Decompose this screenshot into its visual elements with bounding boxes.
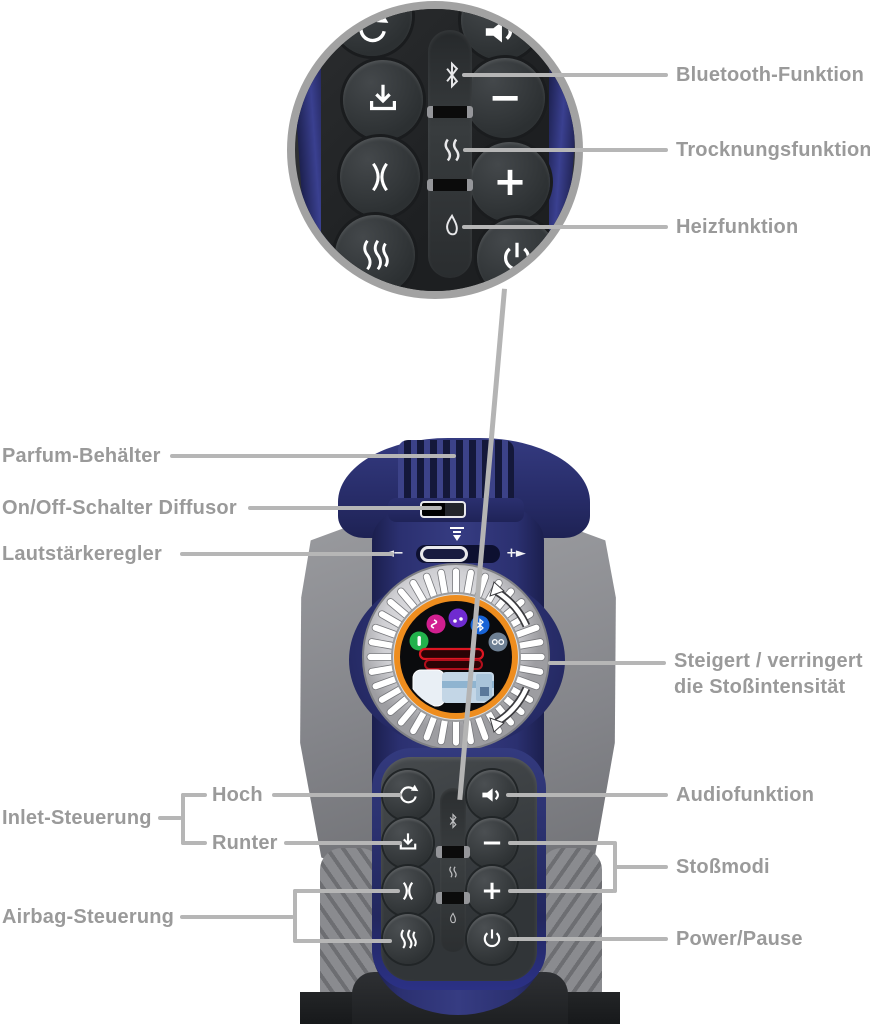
- callout-line-power: [508, 937, 668, 941]
- inlet-bracket-arm-top: [181, 793, 207, 797]
- strip-clip: [436, 892, 470, 904]
- intensity-bars: [418, 647, 485, 670]
- callout-line-up: [272, 793, 402, 797]
- callout-line-diffuser: [248, 506, 442, 510]
- pulse-icon: [363, 239, 389, 271]
- label-shockmodes: Stoßmodi: [676, 856, 770, 878]
- dry-icon: [449, 866, 457, 878]
- plus-icon: +: [493, 159, 527, 205]
- heat-icon: [450, 912, 456, 924]
- download-icon: [369, 84, 397, 111]
- airbag-bracket-arm-bottom: [293, 939, 392, 943]
- display-music-icon: [448, 608, 468, 628]
- callout-line-bluetooth: [462, 73, 668, 77]
- label-inlet: Inlet-Steuerung: [2, 807, 152, 829]
- dry-icon: [444, 138, 460, 162]
- bluetooth-icon: [446, 61, 459, 89]
- intensity-dial: [362, 563, 550, 751]
- label-drying: Trocknungsfunktion: [676, 139, 870, 161]
- shock-mode-plus-button-zoom: +: [470, 142, 550, 222]
- callout-line-down: [284, 841, 402, 845]
- device-graphic: [412, 669, 494, 707]
- label-down: Runter: [212, 832, 278, 854]
- audio-icon: [485, 21, 513, 43]
- airbag-pulse-button-zoom: [335, 215, 415, 291]
- label-perfume: Parfum-Behälter: [2, 445, 161, 467]
- audio-icon: [482, 788, 499, 802]
- squeeze-icon: [372, 162, 388, 192]
- airbag-squeeze-button-zoom: [340, 137, 420, 217]
- inlet-bracket-arm-bottom: [181, 841, 207, 845]
- shock-mode-minus-button-zoom: −: [465, 58, 545, 138]
- label-up: Hoch: [212, 784, 263, 806]
- display-massage-icon: [426, 614, 446, 634]
- label-intensity: Steigert / verringert die Stoßintensität: [674, 648, 863, 700]
- dial-display: [402, 603, 510, 711]
- perfume-diffuser-vent: [398, 440, 514, 502]
- airbag-bracket-stem: [180, 915, 294, 919]
- power-icon: [483, 929, 501, 948]
- callout-line-drying: [463, 148, 668, 152]
- funnel-icon: [450, 527, 464, 541]
- minus-icon: −: [481, 828, 503, 858]
- inlet-down-button-zoom: [343, 60, 423, 140]
- volume-slider-knob: [420, 546, 468, 562]
- label-diffuser-switch: On/Off-Schalter Diffusor: [2, 497, 237, 519]
- airbag-bracket: [293, 889, 297, 943]
- download-icon: [399, 833, 417, 850]
- display-glasses-icon: [488, 632, 508, 652]
- label-volume: Lautstärkeregler: [2, 543, 162, 565]
- label-intensity-line1: Steigert / verringert: [674, 650, 863, 672]
- shockmode-bracket-arm-top: [508, 841, 615, 845]
- dial-arrow-down-icon: [489, 686, 531, 733]
- airbag-bracket-arm-top: [293, 889, 400, 893]
- power-icon: [504, 242, 530, 271]
- plus-icon: +: [481, 876, 503, 906]
- inlet-bracket: [181, 793, 185, 845]
- callout-line-shockmodes: [613, 865, 668, 869]
- bluetooth-icon: [449, 813, 457, 829]
- callout-line-volume: [180, 552, 394, 556]
- label-intensity-line2: die Stoßintensität: [674, 676, 846, 698]
- callout-line-heating: [462, 225, 668, 229]
- strip-clip: [427, 106, 473, 118]
- label-audio: Audiofunktion: [676, 784, 815, 806]
- volume-up-icon: +►: [506, 546, 526, 561]
- pulse-icon: [400, 929, 417, 949]
- label-power: Power/Pause: [676, 928, 803, 950]
- strip-clip: [436, 846, 470, 858]
- shockmode-bracket-arm-bottom: [508, 889, 615, 893]
- label-heating: Heizfunktion: [676, 216, 799, 238]
- strip-clip: [427, 179, 473, 191]
- callout-line-perfume: [170, 454, 456, 458]
- inlet-bracket-stem: [158, 816, 182, 820]
- rotate-icon: [359, 12, 389, 43]
- minus-icon: −: [488, 75, 522, 121]
- heat-icon: [446, 213, 458, 236]
- label-airbag: Airbag-Steuerung: [2, 906, 175, 928]
- dial-arrow-up-icon: [489, 581, 531, 628]
- power-pause-button-zoom: [477, 218, 557, 291]
- squeeze-icon: [402, 881, 414, 901]
- callout-line-intensity: [548, 661, 666, 665]
- label-bluetooth: Bluetooth-Funktion: [676, 64, 864, 86]
- callout-line-audio: [506, 793, 668, 797]
